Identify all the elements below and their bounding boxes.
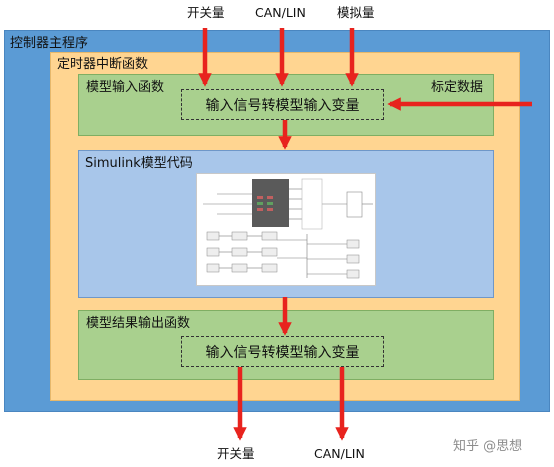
- output-conversion-text: 输入信号转模型输入变量: [205, 344, 360, 361]
- simulink-model-image: [196, 173, 376, 286]
- top-input-analog-label: 模拟量: [337, 5, 375, 20]
- bottom-output-canlin-label: CAN/LIN: [314, 446, 365, 461]
- simulink-diagram-icon: [203, 178, 373, 279]
- calibration-data-label: 标定数据: [431, 80, 484, 95]
- top-input-canlin-label: CAN/LIN: [255, 5, 306, 20]
- timer-isr-title: 定时器中断函数: [57, 57, 149, 72]
- watermark: 知乎 @思想: [453, 439, 523, 454]
- bottom-output-switch-label: 开关量: [217, 446, 255, 461]
- simulink-model-title: Simulink模型代码: [85, 156, 193, 171]
- input-conversion-box: 输入信号转模型输入变量: [181, 89, 384, 120]
- model-output-function-title: 模型结果输出函数: [86, 316, 191, 331]
- input-conversion-text: 输入信号转模型输入变量: [205, 97, 360, 114]
- top-input-switch-label: 开关量: [187, 5, 225, 20]
- controller-main-title: 控制器主程序: [10, 36, 89, 51]
- output-conversion-box: 输入信号转模型输入变量: [181, 336, 384, 367]
- model-input-function-title: 模型输入函数: [86, 80, 165, 95]
